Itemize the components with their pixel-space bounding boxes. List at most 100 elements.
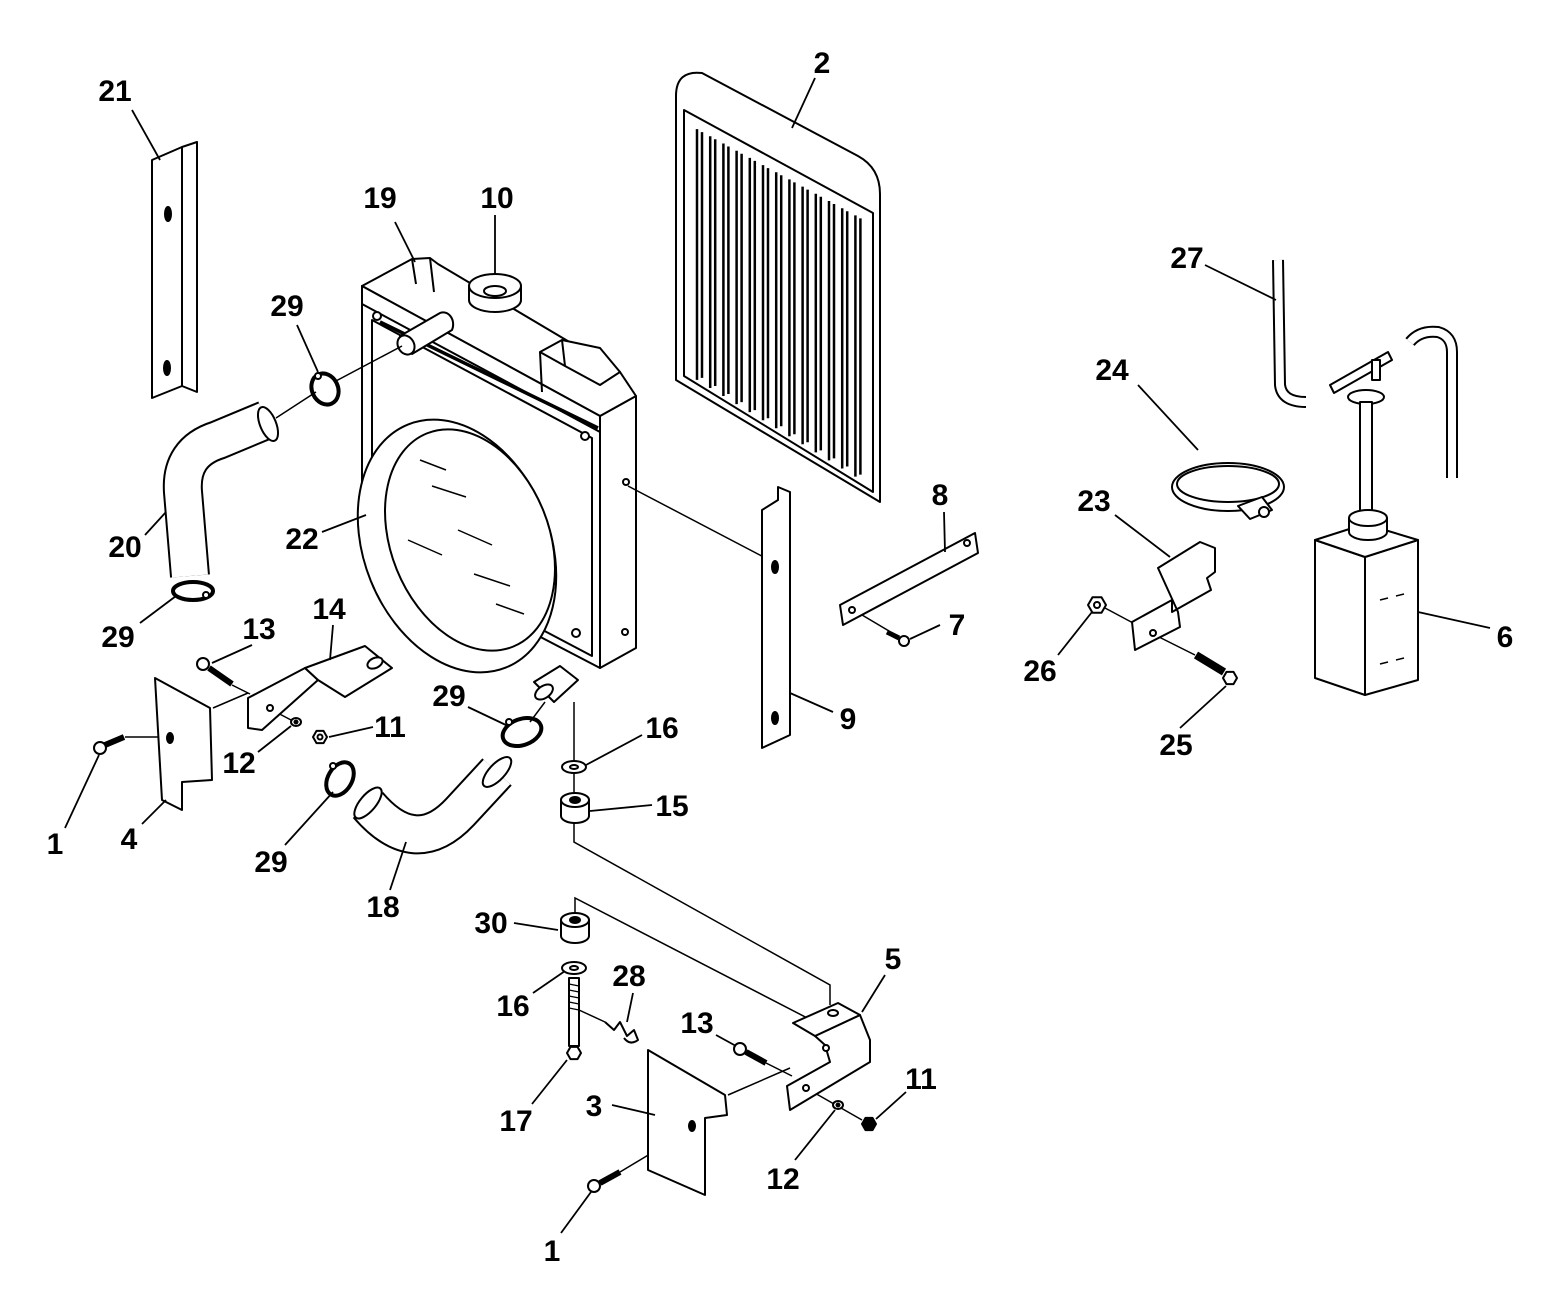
leader-line-16 xyxy=(532,970,566,994)
leader-line-11 xyxy=(875,1091,907,1120)
part-29-hose-clamp-left xyxy=(171,580,215,602)
leader-line-4 xyxy=(141,799,167,825)
leader-line-8 xyxy=(943,511,946,553)
leader-line-7 xyxy=(909,624,941,640)
part-10-radiator-cap xyxy=(468,273,522,313)
part-13-bolt-lower xyxy=(733,1042,768,1066)
part-7-bolt xyxy=(885,629,910,647)
leader-line-22 xyxy=(321,514,367,533)
part-12-washer-upper xyxy=(290,717,302,727)
radiator-bolt-hole xyxy=(580,431,590,441)
callout-7: 7 xyxy=(949,609,966,642)
part-1-bolt-lower xyxy=(587,1169,622,1193)
part-16-washer-lower xyxy=(561,961,587,975)
callout-30: 30 xyxy=(474,907,507,940)
radiator-bolt-hole xyxy=(621,628,629,636)
callout-29: 29 xyxy=(254,846,287,879)
part-5-mounting-bracket xyxy=(786,1002,871,1111)
leader-line-1 xyxy=(560,1191,592,1234)
callout-29: 29 xyxy=(270,290,303,323)
assembly-line xyxy=(578,1009,606,1023)
part-9-vertical-strap xyxy=(761,486,791,749)
leader-line-13 xyxy=(211,644,253,664)
callout-9: 9 xyxy=(840,703,857,736)
part-11-nut-lower xyxy=(861,1116,877,1132)
leader-line-18 xyxy=(389,841,407,891)
leader-line-6 xyxy=(1417,611,1491,629)
leader-line-20 xyxy=(144,511,167,536)
leader-line-12 xyxy=(794,1109,836,1161)
callout-23: 23 xyxy=(1077,485,1110,518)
leader-line-25 xyxy=(1179,685,1227,729)
leader-line-12 xyxy=(257,725,292,753)
part-1-bolt-upper xyxy=(93,734,126,755)
callout-19: 19 xyxy=(363,182,396,215)
leader-line-24 xyxy=(1137,384,1199,451)
leader-line-9 xyxy=(789,692,834,713)
leader-line-17 xyxy=(531,1059,568,1105)
leader-line-21 xyxy=(131,109,161,161)
callout-28: 28 xyxy=(612,960,645,993)
callout-27: 27 xyxy=(1170,242,1203,275)
leader-lines xyxy=(64,77,1491,1234)
assembly-line xyxy=(627,485,776,564)
part-11-nut-upper xyxy=(312,729,328,745)
callout-2: 2 xyxy=(814,47,831,80)
callout-13: 13 xyxy=(680,1007,713,1040)
part-4-side-plate xyxy=(154,677,213,811)
callout-3: 3 xyxy=(586,1090,603,1123)
assembly-line xyxy=(231,684,251,695)
callout-16: 16 xyxy=(496,990,529,1023)
callout-18: 18 xyxy=(366,891,399,924)
upper-outlet-pipe xyxy=(396,311,455,356)
callout-14: 14 xyxy=(312,593,346,626)
part-30-rubber-mount xyxy=(560,912,590,944)
part-29-hose-clamp-middle xyxy=(500,715,544,749)
leader-line-29 xyxy=(296,324,319,373)
part-6-coolant-reservoir xyxy=(1314,325,1458,696)
part-8-stay-bar xyxy=(839,532,979,626)
callout-17: 17 xyxy=(499,1105,532,1138)
callout-11: 11 xyxy=(905,1063,937,1096)
callout-29: 29 xyxy=(101,621,134,654)
part-21-vertical-bracket xyxy=(151,141,198,399)
part-24-band-clamp xyxy=(1171,462,1285,520)
leader-line-5 xyxy=(861,974,886,1013)
leader-line-19 xyxy=(394,221,416,263)
part-2-grille xyxy=(675,71,881,503)
assembly-line xyxy=(212,692,249,709)
callout-10: 10 xyxy=(480,182,513,215)
part-18-lower-hose xyxy=(352,756,513,855)
part-13-bolt-upper xyxy=(196,657,234,687)
part-17-bolt xyxy=(566,977,582,1061)
leader-line-29 xyxy=(284,791,334,846)
leader-line-14 xyxy=(329,624,334,661)
callout-12: 12 xyxy=(222,747,255,780)
assembly-lines xyxy=(125,345,1196,1173)
part-14-bracket xyxy=(247,645,393,731)
assembly-line xyxy=(573,822,831,1005)
part-26-nut xyxy=(1087,596,1107,614)
assembly-line xyxy=(765,1062,793,1077)
part-22-fan-shroud-ring xyxy=(356,418,558,674)
callout-26: 26 xyxy=(1023,655,1056,688)
callout-8: 8 xyxy=(932,479,949,512)
part-3-side-plate xyxy=(647,1049,728,1196)
lower-outlet-pipe xyxy=(533,665,579,703)
leader-line-13 xyxy=(715,1034,737,1047)
callout-4: 4 xyxy=(121,823,138,856)
leader-line-23 xyxy=(1114,514,1171,558)
part-23-reservoir-bracket xyxy=(1131,541,1216,651)
callout-11: 11 xyxy=(374,711,406,744)
callout-20: 20 xyxy=(108,531,141,564)
leader-line-15 xyxy=(589,804,653,812)
leader-line-29 xyxy=(139,595,177,624)
part-16-washer-upper xyxy=(561,760,587,774)
callout-5: 5 xyxy=(885,943,902,976)
part-29-hose-clamp-upper xyxy=(309,371,341,407)
callout-16: 16 xyxy=(645,712,678,745)
grille-slats xyxy=(695,129,862,477)
callout-12: 12 xyxy=(766,1163,799,1196)
radiator-bolt-hole xyxy=(372,311,382,321)
leader-line-11 xyxy=(328,726,374,738)
